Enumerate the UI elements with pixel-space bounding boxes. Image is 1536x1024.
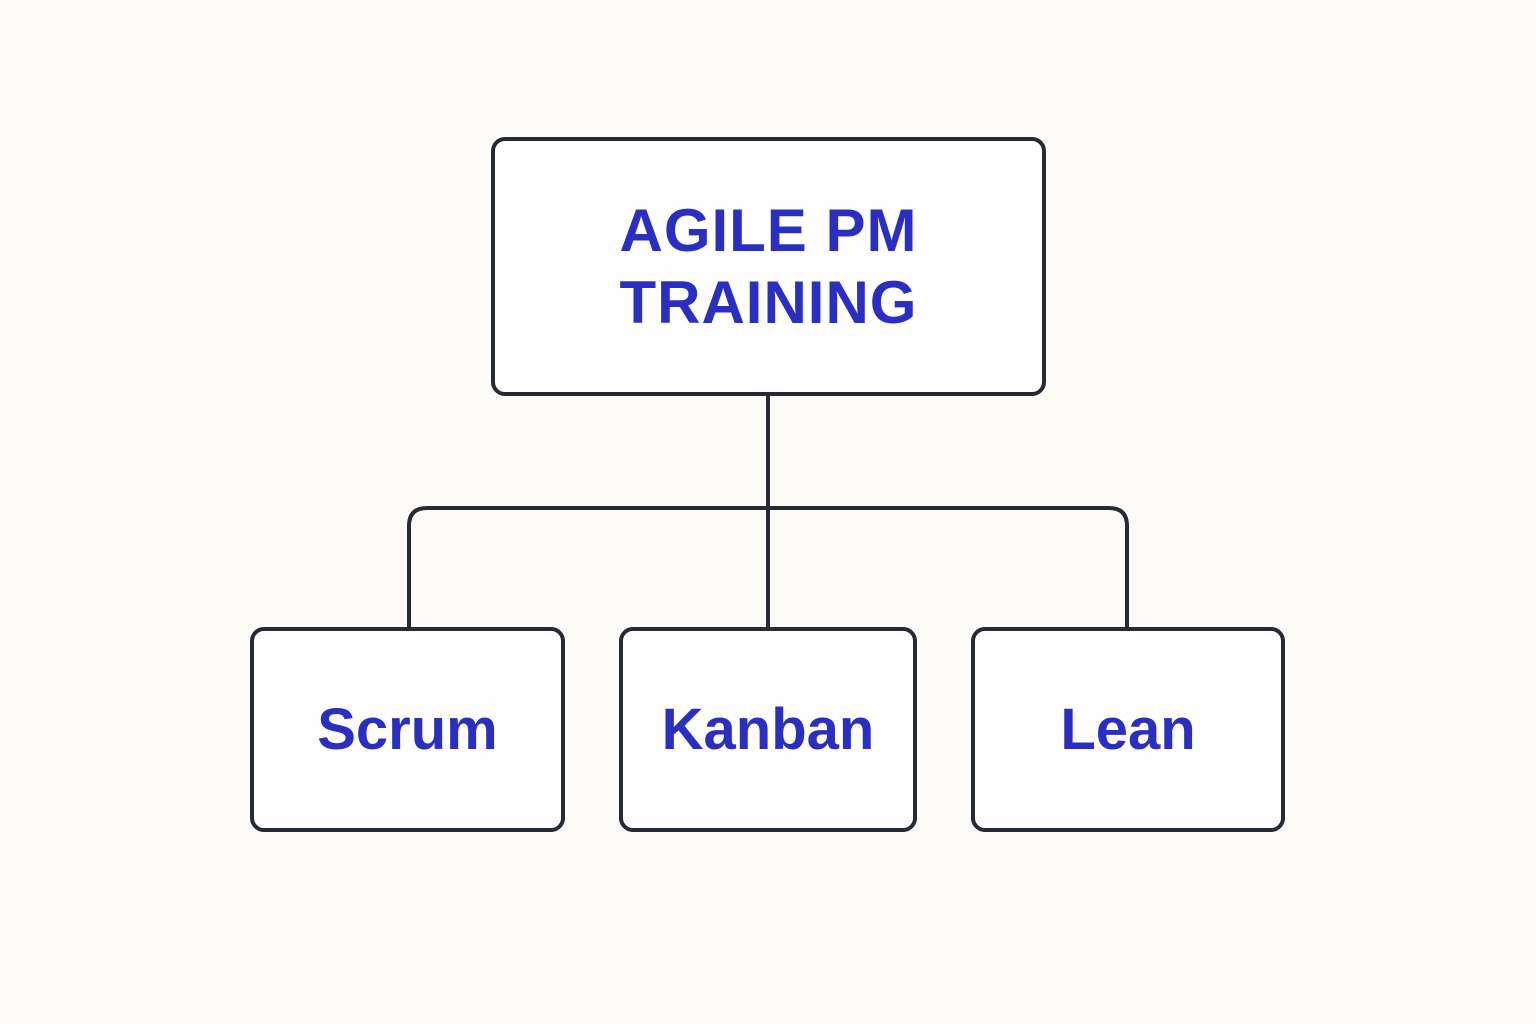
child-label-scrum: Scrum — [317, 697, 498, 762]
root-node-agile-pm-training: AGILE PM TRAINING — [491, 137, 1046, 396]
root-title-line-2: TRAINING — [619, 268, 918, 336]
child-node-kanban: Kanban — [619, 627, 917, 832]
child-label-lean: Lean — [1060, 697, 1196, 762]
root-title-line-1: AGILE PM — [619, 196, 918, 264]
child-node-scrum: Scrum — [250, 627, 565, 832]
child-label-kanban: Kanban — [661, 697, 875, 762]
child-node-lean: Lean — [971, 627, 1285, 832]
